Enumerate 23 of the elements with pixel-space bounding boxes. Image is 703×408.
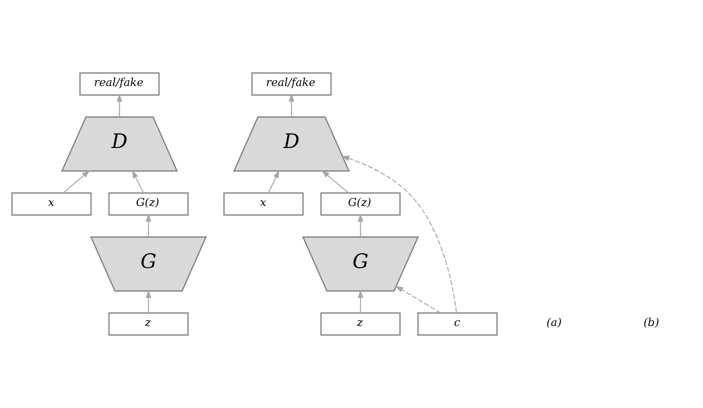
arrow [358,214,364,238]
node-box: x [223,192,304,216]
arrow [62,170,90,194]
label: (b) [644,316,660,329]
node-box: z [320,312,401,336]
arrow [146,290,152,314]
arrow [146,214,152,238]
arrow [341,156,457,314]
label: (a) [546,316,562,329]
arrow [116,94,122,118]
node-box: G(z) [320,192,401,216]
arrow [288,94,294,118]
node-box: real/fake [251,72,332,96]
arrow [268,170,280,194]
arrow [395,286,442,314]
arrow [358,290,364,314]
node-box: G(z) [108,192,189,216]
node-box: x [11,192,92,216]
node-box: z [108,312,189,336]
node-box: real/fake [79,72,160,96]
arrow [132,170,144,194]
arrow [322,170,349,194]
node-box: c [417,312,498,336]
